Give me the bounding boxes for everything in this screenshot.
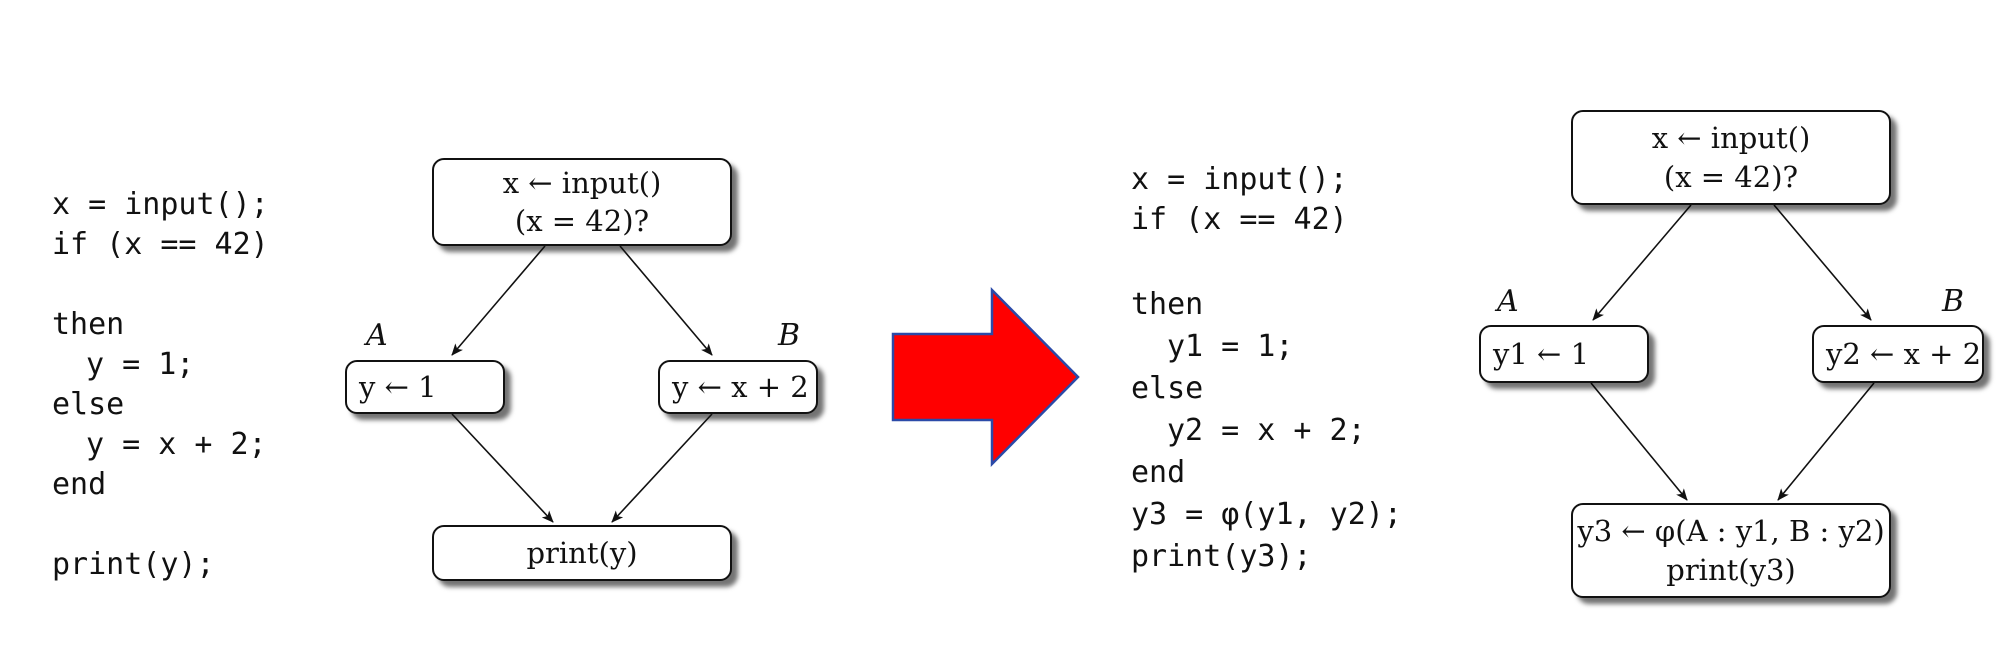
code-line: else — [52, 387, 125, 422]
node-line: y3 ← φ(A : y1, B : y2) — [1577, 514, 1885, 549]
node-line: (x = 42)? — [1663, 159, 1799, 194]
edge-entry-to-b — [619, 245, 713, 356]
code-line: else — [1131, 371, 1204, 406]
cfg-exit-node: y3 ← φ(A : y1, B : y2) print(y3) — [1571, 503, 1891, 598]
cfg-node-b: y ← x + 2 — [658, 360, 818, 414]
code-line: y3 = φ(y1, y2); — [1131, 497, 1402, 532]
cfg-node-a: y1 ← 1 — [1479, 325, 1649, 383]
original-code-listing: x = input(); if (x == 42) then y = 1; el… — [52, 0, 269, 580]
code-line: then — [52, 307, 125, 342]
node-line: y1 ← 1 — [1493, 336, 1590, 371]
cfg-node-a: y ← 1 — [345, 360, 505, 414]
node-line: y2 ← x + 2 — [1826, 336, 1982, 371]
cfg-entry-node: x ← input() (x = 42)? — [432, 158, 732, 246]
node-line: y ← 1 — [359, 369, 437, 404]
code-line: end — [1131, 455, 1186, 490]
ssa-code-listing: x = input(); if (x == 42) then y1 = 1; e… — [1131, 0, 1402, 572]
code-line: x = input(); — [1131, 162, 1348, 197]
code-line: if (x == 42) — [1131, 202, 1348, 237]
code-line: y1 = 1; — [1167, 329, 1294, 364]
edge-b-to-exit — [1777, 382, 1875, 501]
node-line: y ← x + 2 — [672, 369, 809, 404]
edge-a-to-exit — [1590, 382, 1688, 501]
edge-entry-to-b — [1773, 204, 1872, 321]
node-line: x ← input() — [1651, 121, 1811, 156]
code-line: if (x == 42) — [52, 227, 269, 262]
edge-b-to-exit — [611, 413, 713, 523]
cfg-entry-node: x ← input() (x = 42)? — [1571, 110, 1891, 205]
edge-entry-to-a — [1592, 204, 1692, 321]
transform-arrow — [891, 286, 1080, 468]
branch-label-a: A — [1497, 284, 1519, 319]
cfg-exit-node: print(y) — [432, 525, 732, 581]
code-line: x = input(); — [52, 187, 269, 222]
edge-a-to-exit — [451, 413, 554, 523]
cfg-node-b: y2 ← x + 2 — [1812, 325, 1984, 383]
code-line: y = x + 2; — [86, 427, 267, 462]
code-line: print(y); — [52, 547, 215, 582]
branch-label-b: B — [1942, 284, 1965, 319]
node-line: print(y3) — [1666, 552, 1796, 587]
code-line: then — [1131, 287, 1204, 322]
code-line: y2 = x + 2; — [1167, 413, 1366, 448]
branch-label-a: A — [366, 318, 388, 353]
code-line: y = 1; — [86, 347, 195, 382]
node-line: (x = 42)? — [514, 204, 650, 238]
code-line: print(y3); — [1131, 539, 1312, 574]
node-line: x ← input() — [502, 165, 662, 200]
edge-entry-to-a — [451, 245, 546, 356]
node-line: print(y) — [526, 535, 638, 570]
branch-label-b: B — [778, 318, 801, 353]
code-line: end — [52, 467, 107, 502]
